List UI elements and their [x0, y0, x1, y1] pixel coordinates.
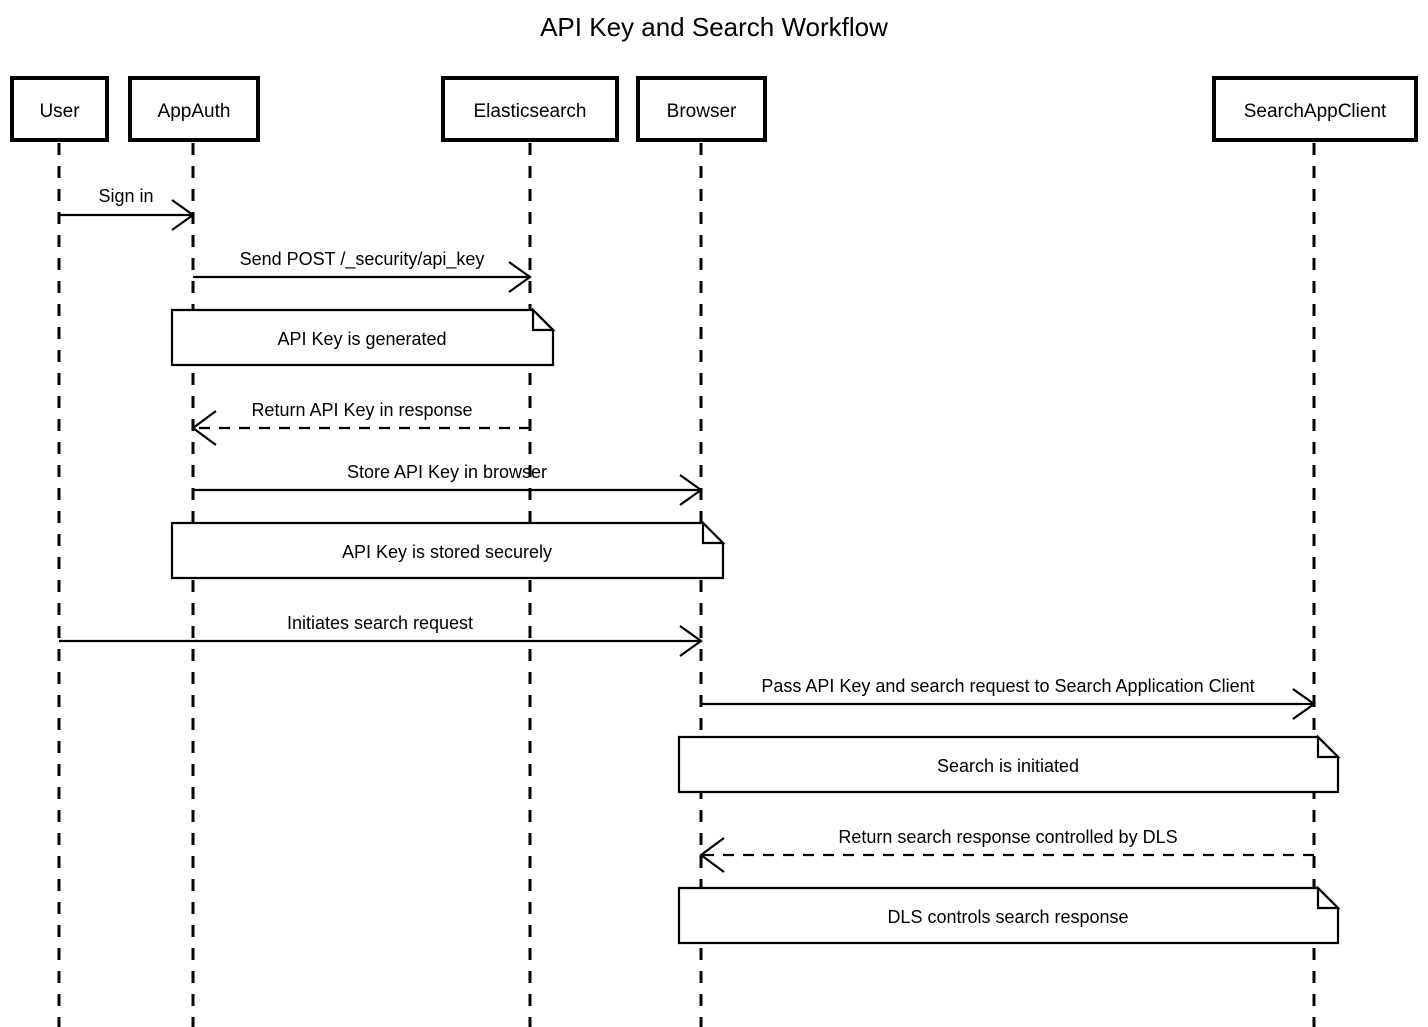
participant-browser[interactable]: Browser	[636, 76, 767, 142]
message-label-sign-in: Sign in	[98, 186, 153, 206]
note-label-search-is-initiated: Search is initiated	[937, 756, 1079, 776]
arrowhead-send-post-api-key	[508, 261, 532, 293]
message-pass-api-key-search-request[interactable]: Pass API Key and search request to Searc…	[701, 676, 1316, 720]
note-fold-icon-dls-controls-search-response	[1316, 885, 1341, 910]
participant-elasticsearch[interactable]: Elasticsearch	[441, 76, 619, 142]
message-store-api-key[interactable]: Store API Key in browser	[193, 462, 703, 506]
note-fold-icon-api-key-is-stored-securely	[701, 520, 726, 545]
message-label-store-api-key: Store API Key in browser	[347, 462, 547, 482]
participant-label-browser: Browser	[667, 101, 737, 122]
note-label-api-key-is-generated: API Key is generated	[277, 329, 446, 349]
arrowhead-initiates-search-request	[679, 625, 703, 657]
note-shape-api-key-is-generated	[170, 308, 555, 367]
note-api-key-is-generated: API Key is generated	[170, 307, 556, 367]
participant-label-elasticsearch: Elasticsearch	[474, 101, 587, 122]
note-label-api-key-is-stored-securely: API Key is stored securely	[342, 542, 552, 562]
lifelines-group	[57, 143, 1316, 1027]
message-return-api-key[interactable]: Return API Key in response	[191, 400, 530, 446]
message-label-send-post-api-key: Send POST /_security/api_key	[240, 249, 485, 270]
participant-box-user[interactable]	[10, 76, 109, 142]
participant-box-searchappclient[interactable]	[1212, 76, 1418, 142]
note-fold-icon-search-is-initiated	[1316, 734, 1341, 759]
arrowhead-pass-api-key-search-request	[1292, 688, 1316, 720]
participant-appauth[interactable]: AppAuth	[128, 76, 260, 142]
message-label-pass-api-key-search-request: Pass API Key and search request to Searc…	[761, 676, 1254, 696]
page-title: API Key and Search Workflow	[540, 12, 888, 42]
arrowhead-store-api-key	[679, 474, 703, 506]
note-label-dls-controls-search-response: DLS controls search response	[887, 907, 1128, 927]
note-shape-search-is-initiated	[677, 735, 1340, 794]
participant-box-browser[interactable]	[636, 76, 767, 142]
message-send-post-api-key[interactable]: Send POST /_security/api_key	[193, 249, 532, 293]
participant-searchappclient[interactable]: SearchAppClient	[1212, 76, 1418, 142]
message-initiates-search-request[interactable]: Initiates search request	[59, 613, 703, 657]
message-sign-in[interactable]: Sign in	[59, 186, 195, 231]
note-shape-dls-controls-search-response	[677, 886, 1340, 945]
note-fold-icon-api-key-is-generated	[531, 307, 556, 332]
message-return-search-response[interactable]: Return search response controlled by DLS	[699, 827, 1314, 873]
message-label-return-api-key: Return API Key in response	[251, 400, 472, 420]
participant-label-searchappclient: SearchAppClient	[1244, 101, 1387, 122]
note-api-key-is-stored-securely: API Key is stored securely	[170, 520, 726, 580]
arrowhead-return-api-key	[191, 410, 217, 446]
arrowhead-sign-in	[171, 199, 195, 231]
participant-box-appauth[interactable]	[128, 76, 260, 142]
message-label-return-search-response: Return search response controlled by DLS	[838, 827, 1177, 847]
participant-user[interactable]: User	[10, 76, 109, 142]
note-dls-controls-search-response: DLS controls search response	[677, 885, 1341, 945]
participant-box-elasticsearch[interactable]	[441, 76, 619, 142]
note-search-is-initiated: Search is initiated	[677, 734, 1341, 794]
note-shape-api-key-is-stored-securely	[170, 521, 725, 580]
participant-label-appauth: AppAuth	[158, 101, 231, 122]
arrowhead-return-search-response	[699, 837, 725, 873]
message-label-initiates-search-request: Initiates search request	[287, 613, 473, 633]
participant-label-user: User	[39, 101, 80, 122]
